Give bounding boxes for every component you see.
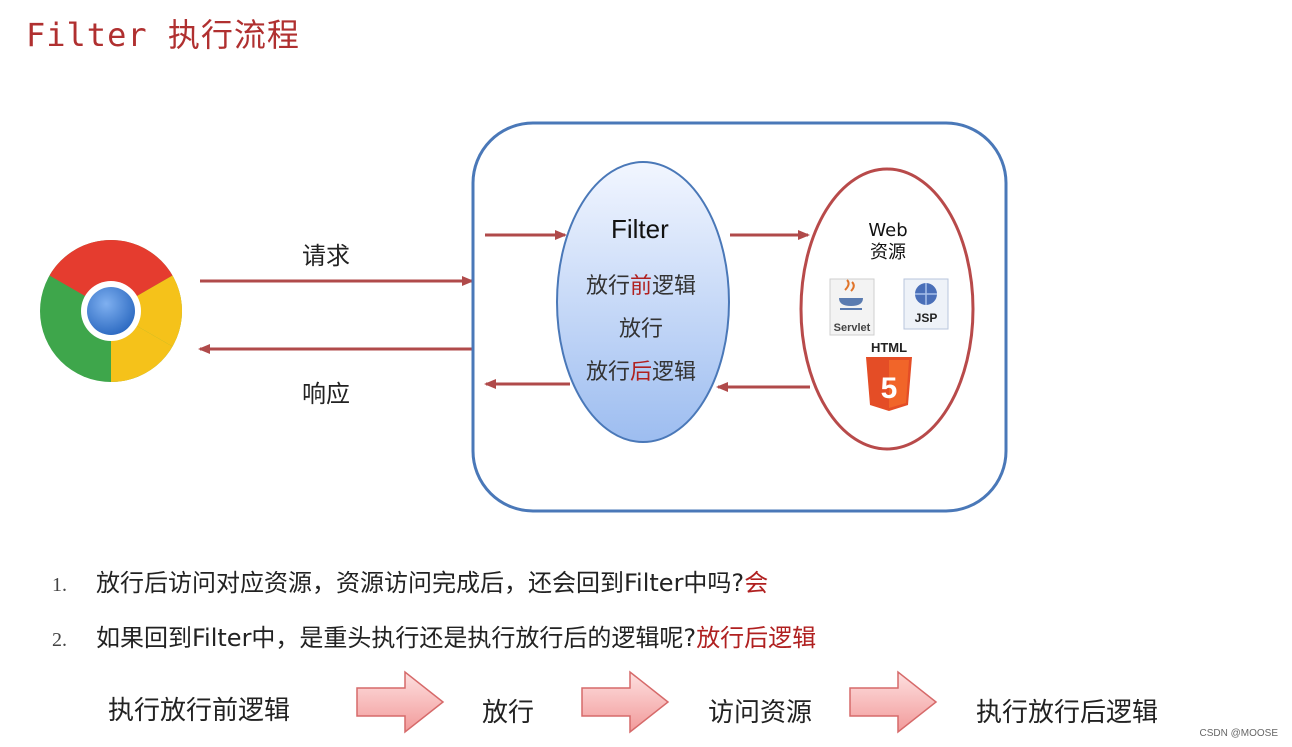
filter-before-suffix: 逻辑 xyxy=(652,274,697,299)
question-1-answer: 会 xyxy=(744,569,769,597)
svg-text:5: 5 xyxy=(881,372,898,405)
question-2-answer: 放行后逻辑 xyxy=(696,624,817,652)
filter-before-prefix: 放行 xyxy=(586,274,631,299)
flow-step-4: 执行放行后逻辑 xyxy=(976,698,1159,728)
web-resource-title-line2: 资源 xyxy=(870,242,906,263)
question-1-number: 1. xyxy=(52,574,67,596)
web-resource-title: Web 资源 xyxy=(866,220,910,264)
page-title: Filter 执行流程 xyxy=(26,16,300,54)
filter-ellipse xyxy=(556,161,730,443)
watermark: CSDN @MOOSE xyxy=(1199,728,1279,739)
svg-text:HTML: HTML xyxy=(871,340,907,355)
filter-pass: 放行 xyxy=(619,317,664,342)
filter-before-highlight: 前 xyxy=(630,274,653,299)
filter-after-suffix: 逻辑 xyxy=(652,360,697,385)
flow-step-3: 访问资源 xyxy=(708,698,813,728)
web-resource-ellipse xyxy=(799,167,975,451)
jsp-icon: JSP xyxy=(903,278,949,330)
flow-arrow-3 xyxy=(849,670,938,734)
svg-text:JSP: JSP xyxy=(915,311,938,325)
question-1: 1. 放行后访问对应资源，资源访问完成后，还会回到Filter中吗?会 xyxy=(52,563,768,598)
server-container xyxy=(471,121,1008,513)
html5-icon: HTML 5 xyxy=(866,340,912,411)
chrome-browser-icon xyxy=(40,240,183,382)
svg-text:Servlet: Servlet xyxy=(834,322,871,334)
web-resource-title-line1: Web xyxy=(868,220,908,241)
filter-after-logic: 放行后逻辑 xyxy=(586,354,696,386)
flow-step-2: 放行 xyxy=(482,698,535,728)
question-2: 2. 如果回到Filter中，是重头执行还是执行放行后的逻辑呢?放行后逻辑 xyxy=(52,618,816,653)
servlet-icon: Servlet xyxy=(829,278,875,336)
filter-before-logic: 放行前逻辑 xyxy=(586,268,696,300)
question-1-text: 放行后访问对应资源，资源访问完成后，还会回到Filter中吗? xyxy=(96,569,745,597)
filter-after-prefix: 放行 xyxy=(586,360,631,385)
flow-step-1: 执行放行前逻辑 xyxy=(108,696,291,726)
filter-title: Filter xyxy=(611,214,669,244)
flow-arrow-2 xyxy=(581,670,670,734)
response-label: 响应 xyxy=(302,380,350,408)
request-label: 请求 xyxy=(302,242,350,270)
question-2-text: 如果回到Filter中，是重头执行还是执行放行后的逻辑呢? xyxy=(96,624,697,652)
flow-arrow-1 xyxy=(356,670,445,734)
question-2-number: 2. xyxy=(52,629,67,651)
filter-after-highlight: 后 xyxy=(630,360,653,385)
